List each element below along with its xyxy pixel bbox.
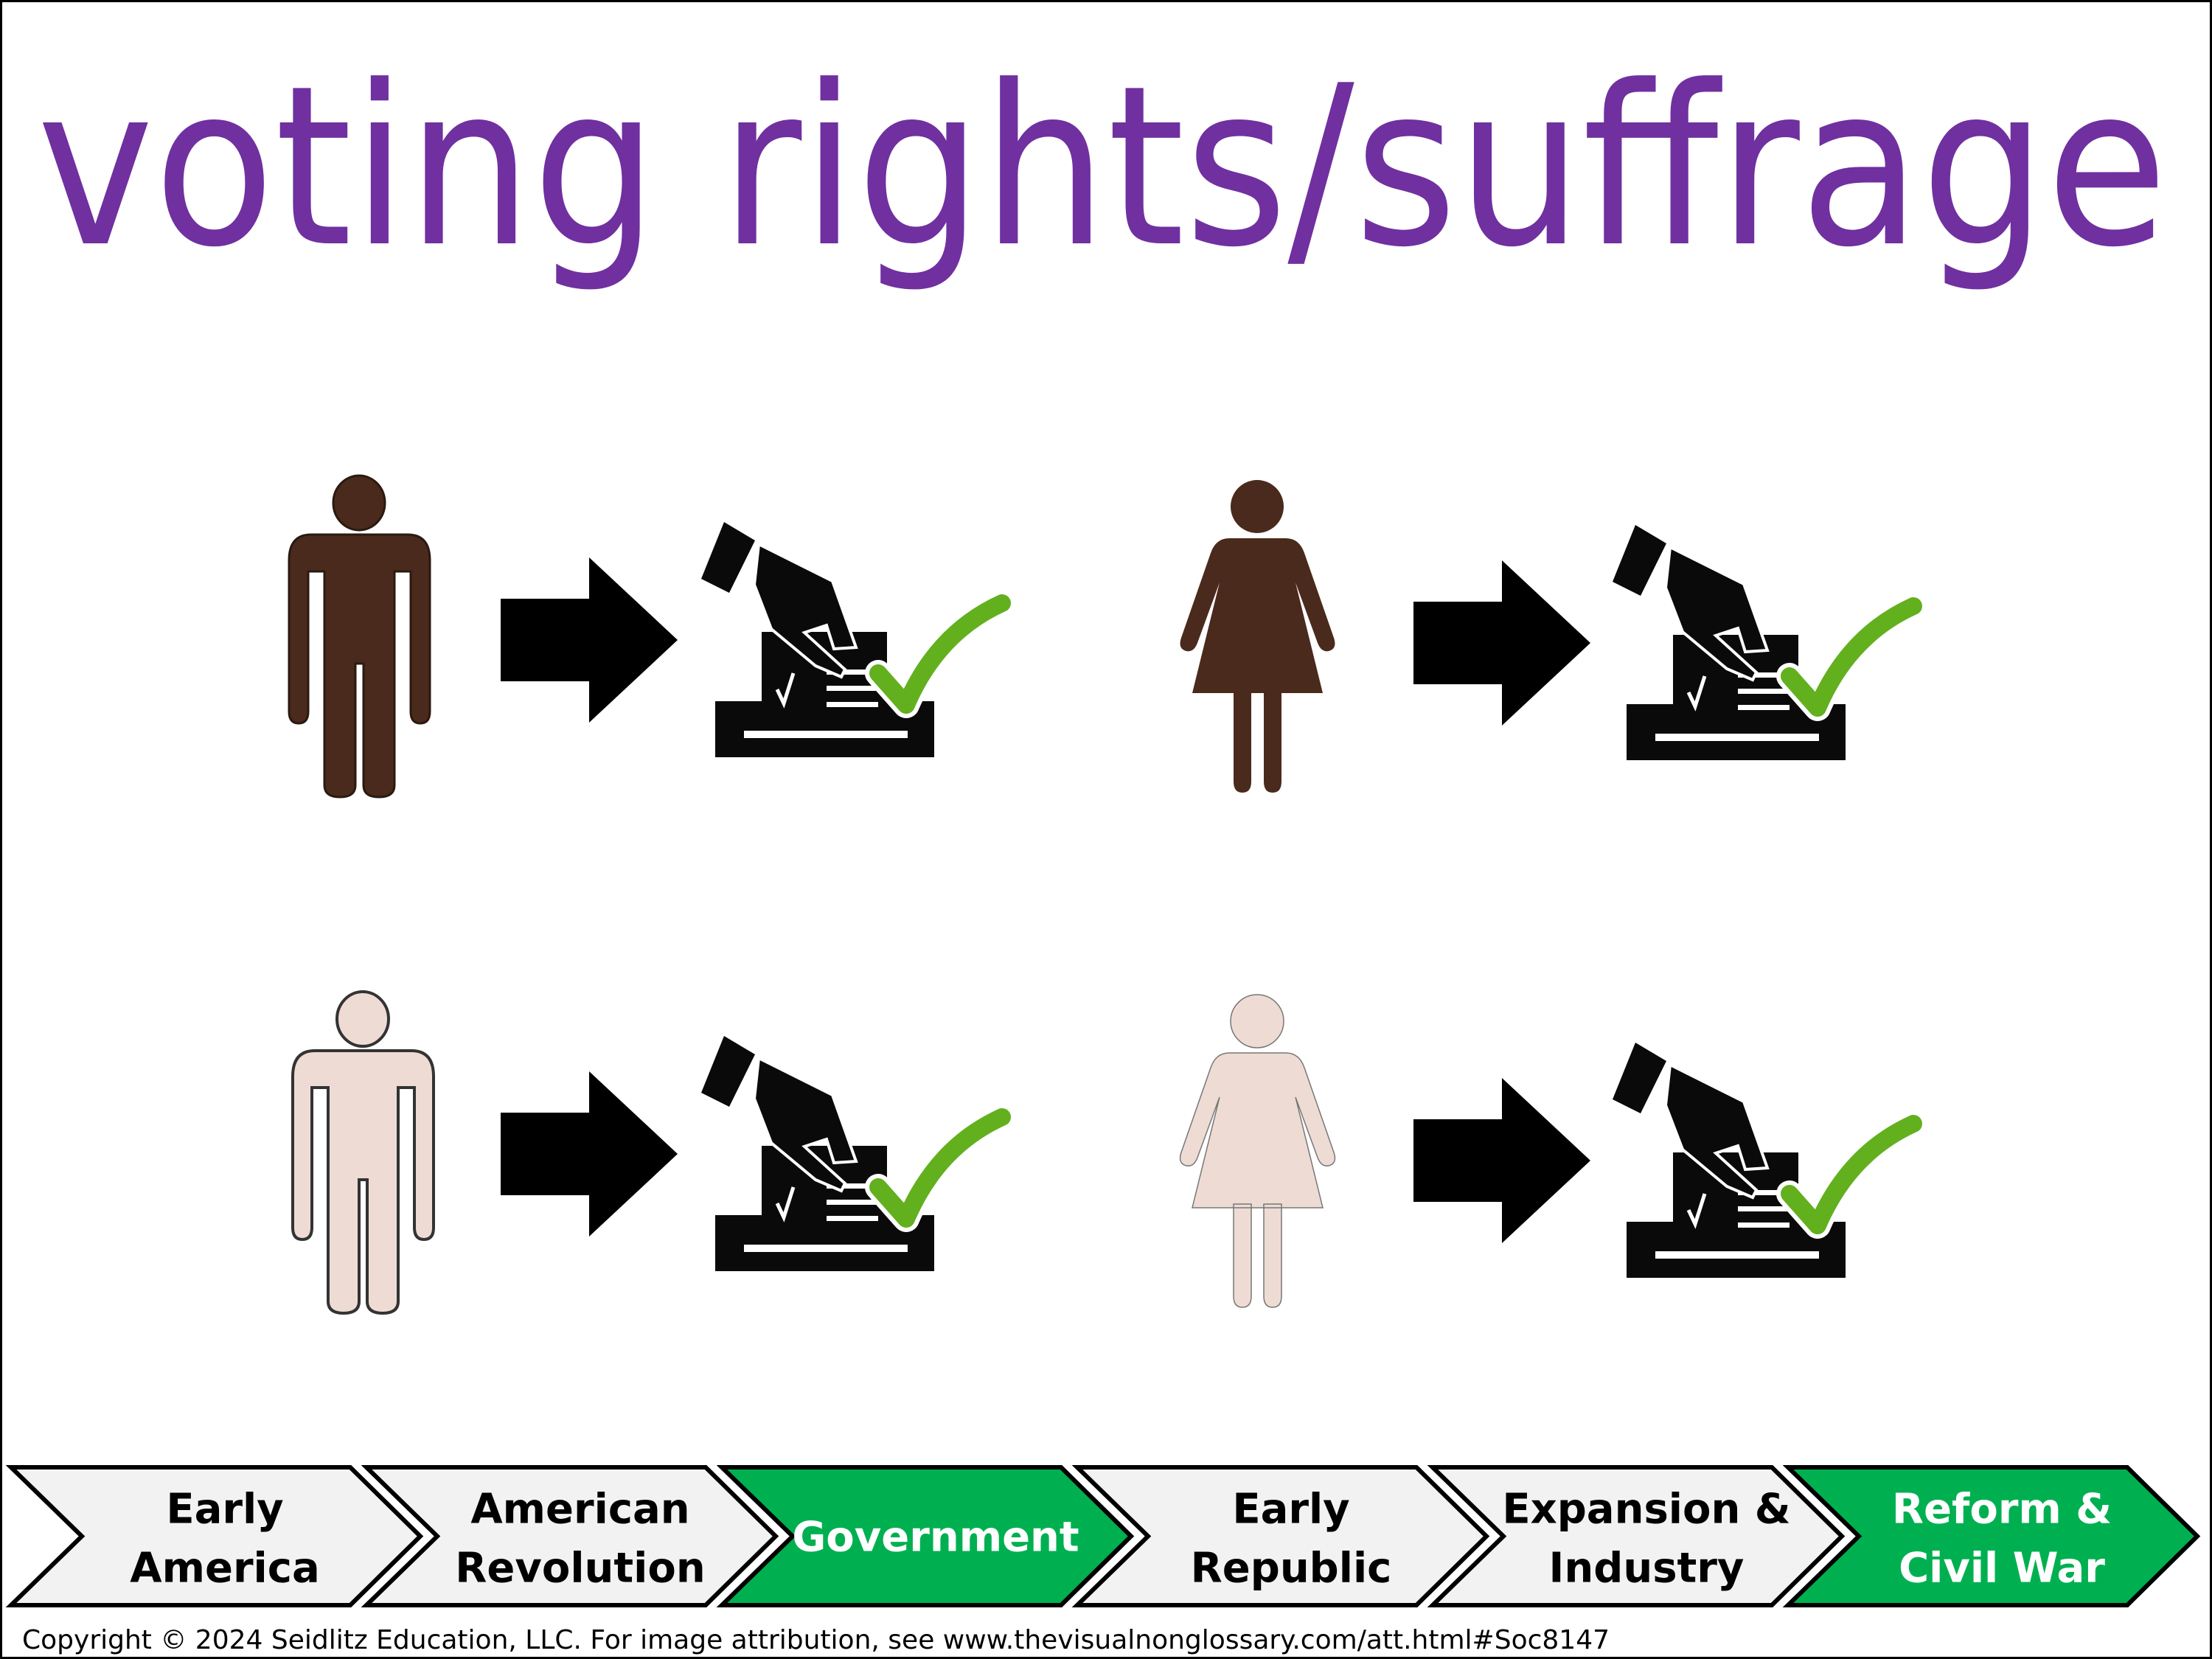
unit-label: Republic (1191, 1545, 1392, 1593)
ballot-box-check-icon (1613, 525, 1913, 760)
unit-label: Government (792, 1514, 1079, 1562)
unit-label: Early (166, 1486, 283, 1534)
ballot-box-check-icon (701, 522, 1002, 757)
ballot-box-check-icon (1613, 1043, 1913, 1278)
unit-label: Civil War (1899, 1545, 2105, 1593)
chevron-shape (361, 1465, 779, 1607)
unit-label: Expansion & (1502, 1486, 1790, 1534)
man-icon (288, 474, 431, 799)
unit-chevron-4[interactable]: Expansion & Industry (1427, 1465, 1846, 1607)
chevron-shape (716, 1465, 1135, 1607)
chevron-shape (1427, 1465, 1846, 1607)
arrow-right-icon (1413, 560, 1590, 726)
chevron-shape (1071, 1465, 1490, 1607)
unit-label: America (130, 1545, 319, 1593)
arrow-right-icon (501, 557, 678, 723)
unit-label: Reform & (1892, 1486, 2112, 1534)
arrow-right-icon (1413, 1078, 1590, 1243)
page-title: voting rights/suffrage (37, 38, 2168, 296)
unit-label: Industry (1549, 1545, 1745, 1593)
ballot-box-check-icon (701, 1036, 1002, 1271)
unit-label: American (470, 1486, 689, 1534)
woman-icon (1180, 480, 1335, 793)
unit-label: Early (1232, 1486, 1349, 1534)
chevron-shape (1782, 1465, 2201, 1607)
woman-icon (1179, 994, 1336, 1308)
man-icon (291, 990, 435, 1315)
voter-row-2 (291, 990, 1913, 1315)
unit-chevron-2[interactable]: Government (716, 1465, 1135, 1607)
arrow-right-icon (501, 1071, 678, 1237)
chevron-shape (5, 1465, 424, 1607)
unit-chevron-5[interactable]: Reform & Civil War (1782, 1465, 2201, 1607)
copyright-footer: Copyright © 2024 Seidlitz Education, LLC… (22, 1625, 1610, 1655)
voter-row-1 (288, 474, 1913, 799)
unit-timeline: EarlyAmericaAmericanRevolutionGovernment… (5, 1465, 2201, 1607)
unit-label: Revolution (455, 1545, 705, 1593)
